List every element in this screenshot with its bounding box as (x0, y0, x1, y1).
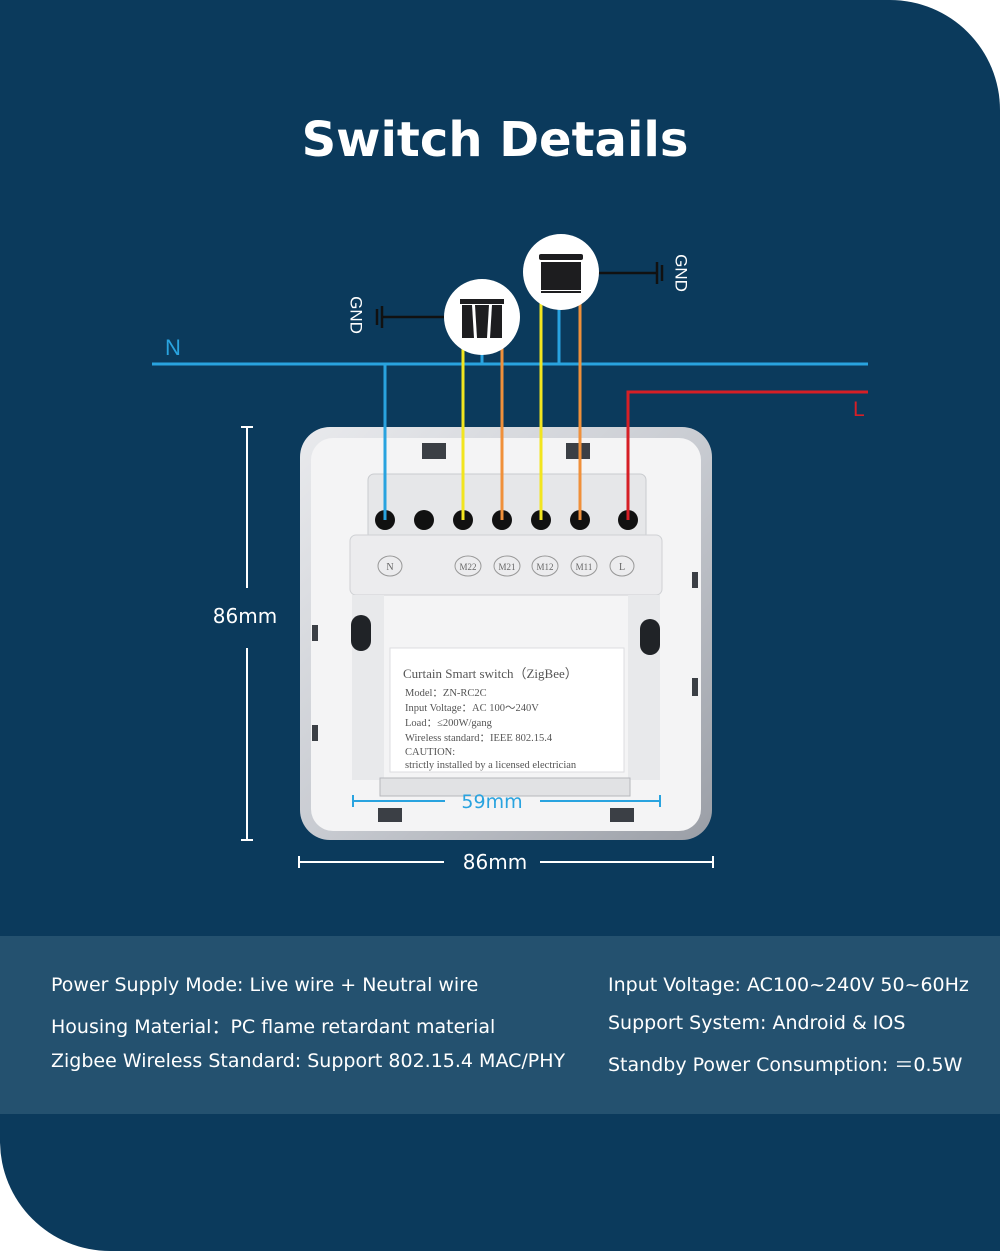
gnd-left-label: GND (347, 296, 366, 334)
height-dimension: 86mm (213, 426, 277, 841)
spec-support-system: Support System: Android & IOS (608, 1012, 906, 1034)
plate-wireless: Wireless standard：IEEE 802.15.4 (405, 733, 553, 744)
ground-right: GND (598, 254, 691, 292)
inner-width-label: 59mm (461, 791, 522, 813)
neutral-label: N (165, 335, 181, 360)
neutral-wire: N (152, 308, 868, 520)
switch-back-panel (300, 427, 712, 840)
terminal-label-n: N (386, 562, 393, 573)
spec-housing-material: Housing Material：PC flame retardant mate… (51, 1016, 496, 1038)
ground-left: GND (347, 296, 444, 334)
label-plate: Curtain Smart switch（ZigBee） Model：ZN-RC… (389, 647, 625, 773)
terminal-label-m11: M11 (576, 562, 593, 572)
plate-voltage: Input Voltage：AC 100～240V (405, 703, 539, 714)
height-label: 86mm (213, 604, 277, 628)
page-title: Switch Details (301, 112, 689, 168)
wiring-diagram: Curtain Smart switch（ZigBee） Model：ZN-RC… (152, 234, 868, 874)
width-label: 86mm (463, 850, 527, 874)
spec-power-supply: Power Supply Mode: Live wire + Neutral w… (51, 974, 479, 996)
curtain-icon (444, 279, 520, 355)
inner-width-dimension: 59mm (352, 791, 661, 813)
motor-wires (461, 303, 582, 520)
plate-caution: CAUTION: (405, 747, 455, 758)
spec-standby-power: Standby Power Consumption: ＝0.5W (608, 1054, 963, 1076)
gnd-right-label: GND (672, 254, 691, 292)
terminal-label-m12: M12 (536, 562, 553, 572)
plate-caution-text: strictly installed by a licensed electri… (405, 760, 577, 771)
terminal-label-l: L (619, 562, 625, 573)
live-label: L (853, 398, 865, 421)
width-dimension: 86mm (298, 850, 714, 874)
spec-zigbee-standard: Zigbee Wireless Standard: Support 802.15… (51, 1050, 566, 1072)
plate-load: Load：≤200W/gang (405, 718, 493, 729)
live-wire: L (626, 390, 868, 520)
plate-title: Curtain Smart switch（ZigBee） (403, 666, 578, 681)
terminal-label-m22: M22 (459, 562, 476, 572)
specs-panel: Power Supply Mode: Live wire + Neutral w… (0, 936, 1000, 1114)
spec-input-voltage: Input Voltage: AC100~240V 50~60Hz (608, 974, 969, 996)
plate-model: Model：ZN-RC2C (405, 688, 487, 699)
terminal-label-m21: M21 (498, 562, 515, 572)
terminal-labels: N M22 M21 M12 M11 L (377, 555, 635, 577)
roller-blind-icon (523, 234, 599, 310)
